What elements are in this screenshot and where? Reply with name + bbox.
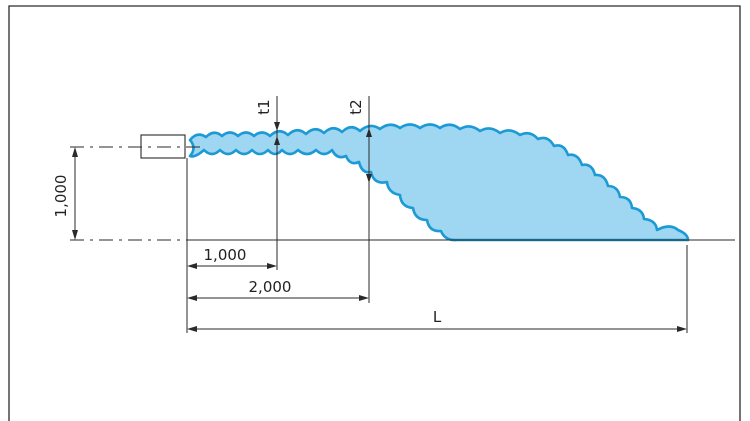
length-arrow-right — [677, 326, 687, 332]
t2-arrow-bottom — [366, 174, 372, 183]
dist2-label: 2,000 — [249, 278, 292, 296]
height-arrow-bottom — [72, 230, 78, 240]
height-label: 1,000 — [52, 175, 70, 218]
dist2-arrow-left — [187, 295, 197, 301]
frame-border — [8, 5, 741, 421]
t1-arrow — [274, 122, 280, 131]
dist1-arrow-left — [187, 263, 197, 269]
dist1-arrow-right — [267, 263, 277, 269]
spray-cloud — [188, 123, 690, 242]
t2-arrow-top — [366, 128, 372, 137]
t2-label: t2 — [347, 99, 365, 114]
dist1-label: 1,000 — [204, 246, 247, 264]
height-arrow-top — [72, 147, 78, 157]
t1-arrow-lower — [274, 136, 280, 145]
length-arrow-left — [187, 326, 197, 332]
dist2-arrow-right — [359, 295, 369, 301]
t1-label: t1 — [255, 99, 273, 114]
length-label: L — [433, 308, 442, 326]
